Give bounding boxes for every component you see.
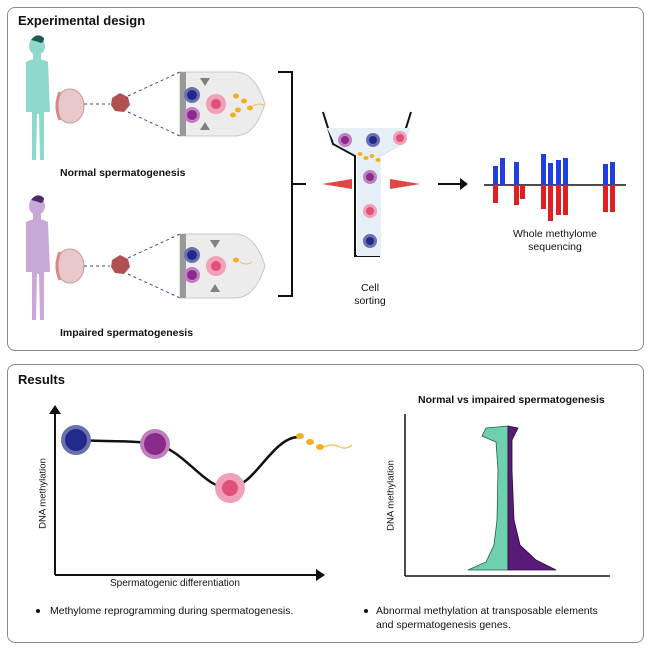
- methylation-trajectory-plot: [49, 405, 353, 581]
- bullet-text-right-line2: and spermatogenesis genes.: [376, 619, 511, 631]
- bullet-icon: [36, 609, 40, 613]
- experimental-design-panel: [7, 7, 644, 351]
- left-plot-xlabel: Spermatogenic differentiation: [110, 578, 240, 589]
- design-panel-title: Experimental design: [18, 13, 146, 28]
- normal-spermatogenesis-label: Normal spermatogenesis: [60, 167, 186, 179]
- arrow-right-icon: [438, 178, 468, 190]
- bullet-text-left: Methylome reprogramming during spermatog…: [50, 605, 294, 617]
- zoom-lines-normal: [84, 71, 181, 137]
- right-plot-title: Normal vs impaired spermatogenesis: [418, 394, 605, 406]
- cell-sorting-label: Cell sorting: [354, 282, 386, 307]
- testis-icon-normal: [55, 88, 85, 124]
- tissue-biopsy-icon-normal: [111, 93, 130, 112]
- whole-methylome-sequencing-label: Whole methylome sequencing: [512, 228, 598, 253]
- impaired-spermatogenesis-label: Impaired spermatogenesis: [60, 327, 194, 339]
- cell-sorter-icon: [322, 111, 420, 257]
- results-panel: [7, 364, 644, 643]
- group-bracket: [278, 71, 306, 297]
- tissue-biopsy-icon-impaired: [111, 255, 130, 274]
- zoom-lines-impaired: [84, 233, 181, 299]
- results-panel-title: Results: [18, 372, 65, 387]
- bullet-text-right-line1: Abnormal methylation at transposable ele…: [376, 605, 598, 617]
- human-figure-icon-impaired: [26, 195, 50, 320]
- methylation-violin-plot: [404, 414, 610, 577]
- bullet-icon: [364, 609, 368, 613]
- human-figure-icon-normal: [26, 35, 50, 160]
- right-plot-ylabel: DNA methylation: [385, 460, 397, 531]
- left-plot-ylabel: DNA methylation: [37, 458, 49, 529]
- testis-icon-impaired: [55, 248, 85, 284]
- methylome-bars-icon: [484, 154, 626, 221]
- seminiferous-tubule-icon-impaired: [179, 233, 266, 299]
- seminiferous-tubule-icon-normal: [179, 71, 266, 137]
